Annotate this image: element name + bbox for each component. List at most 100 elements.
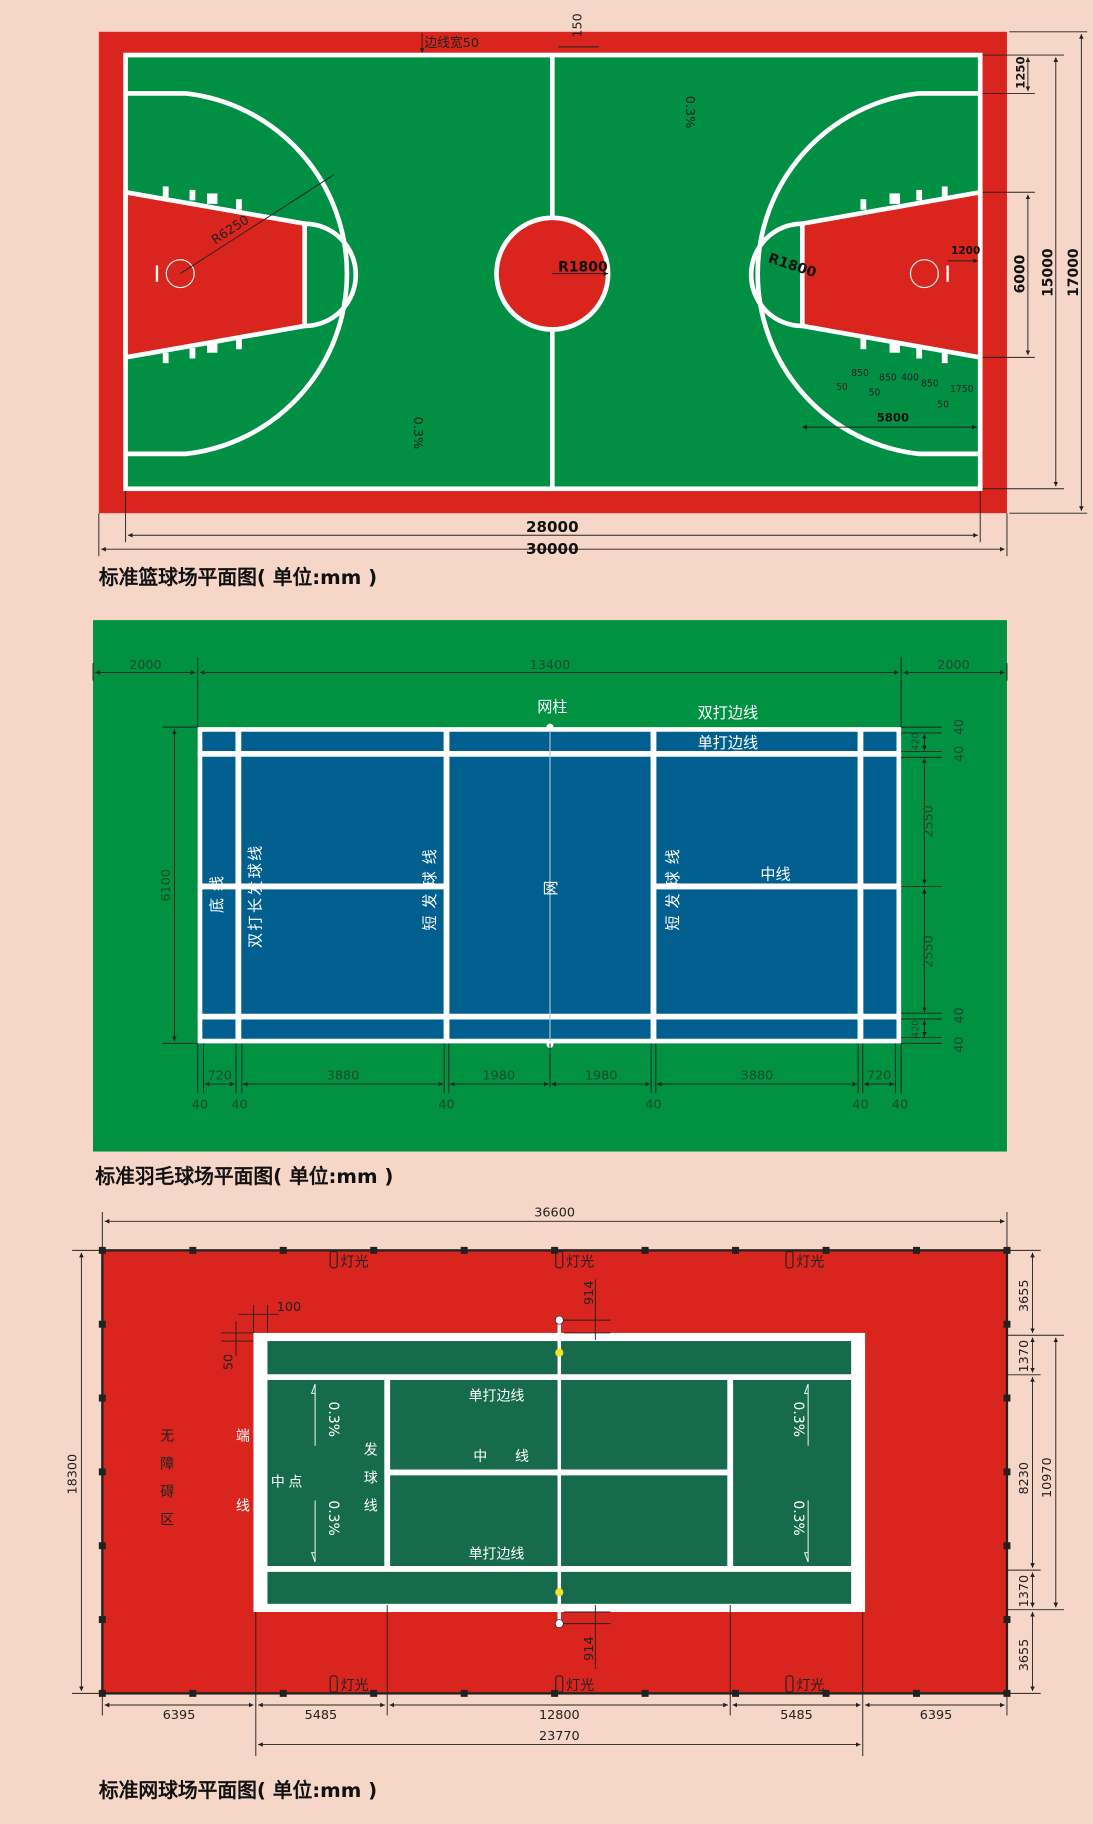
key-right (799, 189, 983, 361)
fence-post (551, 1689, 559, 1697)
dim-3880: 3880 (741, 1068, 774, 1083)
dim-50: 50 (937, 399, 949, 410)
dim-50: 50 (836, 382, 848, 393)
fence-post (279, 1246, 287, 1254)
dim-2000-left: 2000 (129, 658, 162, 673)
fence-post (732, 1246, 740, 1254)
slope-label: 0.3% (790, 1402, 806, 1437)
dim-40: 40 (852, 1098, 868, 1113)
dim-12800: 12800 (539, 1708, 580, 1723)
fence-post (98, 1468, 106, 1476)
dim-1370: 1370 (1017, 1340, 1032, 1373)
dim-6000: 6000 (1012, 254, 1028, 293)
center-radius-label: R1800 (558, 259, 608, 275)
light-label: 灯光 (341, 1678, 369, 1694)
dim-3655: 3655 (1017, 1279, 1032, 1312)
service-line-label: 发球线 (362, 1442, 378, 1526)
light-label: 灯光 (796, 1255, 824, 1271)
dim-720: 720 (208, 1068, 232, 1083)
dim-3655: 3655 (1017, 1639, 1032, 1672)
fence-post (1003, 1616, 1011, 1624)
fence-post (370, 1689, 378, 1697)
doubles-sideline-label: 双打边线 (698, 704, 758, 722)
dim-40: 40 (892, 1098, 908, 1113)
net-post-top (546, 723, 554, 731)
fence-post (822, 1689, 830, 1697)
clear-zone-label: 无障碍区 (158, 1428, 174, 1540)
free-throw-circle-right (748, 221, 803, 329)
badminton-court: 网柱 双打边线 单打边线 中线 底线 双打长发球线 短发球线 网 短发球线 20… (92, 620, 1008, 1188)
fence-post (189, 1689, 197, 1697)
dim-40: 40 (952, 719, 967, 735)
slope-label: 0.3% (325, 1402, 341, 1437)
dim-1250: 1250 (1013, 56, 1027, 88)
dim-1200: 1200 (951, 245, 980, 257)
key-left (123, 189, 307, 361)
light-label: 灯光 (566, 1678, 594, 1694)
dim-6395: 6395 (163, 1708, 196, 1723)
short-service-label-left: 短发球线 (421, 842, 439, 930)
dim-150: 150 (570, 13, 585, 37)
dim-1750: 1750 (950, 384, 974, 395)
dim-420-bottom: 420 (911, 1020, 922, 1038)
net-post-label: 网柱 (537, 698, 567, 716)
fence-post (913, 1689, 920, 1697)
three-point-line-right (755, 91, 981, 457)
baseline-label: 底线 (208, 869, 226, 913)
net-post-top (555, 1348, 564, 1357)
dim-40: 40 (952, 746, 967, 762)
dim-17000: 17000 (1066, 248, 1082, 297)
tennis-caption: 标准网球场平面图( 单位:mm ) (98, 1779, 377, 1802)
dim-6395: 6395 (920, 1708, 953, 1723)
hoop-right (909, 259, 939, 289)
dim-50: 50 (222, 1354, 237, 1370)
dim-850: 850 (851, 368, 869, 379)
center-line-label: 中线 (760, 865, 790, 883)
dim-720: 720 (867, 1068, 891, 1083)
fence-post (98, 1394, 106, 1402)
light-label: 灯光 (566, 1255, 594, 1271)
dim-28000: 28000 (526, 518, 579, 536)
singles-sideline-label: 单打边线 (698, 734, 758, 752)
fence-post (913, 1246, 920, 1254)
dim-2550-bottom: 2550 (922, 935, 937, 968)
light-icon (329, 1250, 338, 1269)
light-icon (329, 1675, 338, 1693)
light-icon (555, 1250, 564, 1269)
net-post-bottom (555, 1588, 564, 1597)
light-icon (555, 1675, 564, 1693)
dim-40: 40 (438, 1098, 454, 1113)
dim-10970: 10970 (1040, 1457, 1055, 1498)
dim-40: 40 (645, 1098, 661, 1113)
dim-13400: 13400 (530, 658, 571, 673)
dim-40: 40 (952, 1007, 967, 1023)
dim-1980: 1980 (585, 1068, 618, 1083)
dim-2000-right: 2000 (937, 658, 970, 673)
fence-post (189, 1246, 197, 1254)
fence-post (1003, 1320, 1011, 1328)
dim-30000: 30000 (526, 540, 579, 558)
fence-post (1003, 1542, 1011, 1550)
center-line-label: 中 线 (473, 1449, 529, 1465)
dim-23770: 23770 (539, 1729, 580, 1744)
dim-5485: 5485 (780, 1708, 813, 1723)
fence-post (1003, 1468, 1011, 1476)
light-label: 灯光 (796, 1678, 824, 1694)
dim-36600: 36600 (534, 1206, 575, 1221)
fence-post (1003, 1394, 1011, 1402)
dim-1980: 1980 (483, 1068, 516, 1083)
singles-sideline-label-top: 单打边线 (469, 1387, 525, 1404)
dim-100: 100 (277, 1300, 301, 1315)
fence-post (98, 1616, 106, 1624)
basketball-court: R6250 R1800 R1800 0.3% 0.3% 边线宽50 150 85… (98, 13, 1088, 589)
dim-2550-top: 2550 (922, 805, 937, 838)
center-mark-label: 中点 (271, 1474, 306, 1490)
dim-850: 850 (879, 373, 897, 384)
hoop-left (165, 259, 195, 289)
slope-label: 0.3% (682, 96, 697, 128)
badminton-caption: 标准羽毛球场平面图( 单位:mm ) (94, 1165, 393, 1188)
dim-15000: 15000 (1040, 248, 1056, 297)
dim-914-top: 914 (582, 1281, 597, 1305)
free-throw-circle-left (304, 221, 359, 329)
fence-post (460, 1246, 468, 1254)
